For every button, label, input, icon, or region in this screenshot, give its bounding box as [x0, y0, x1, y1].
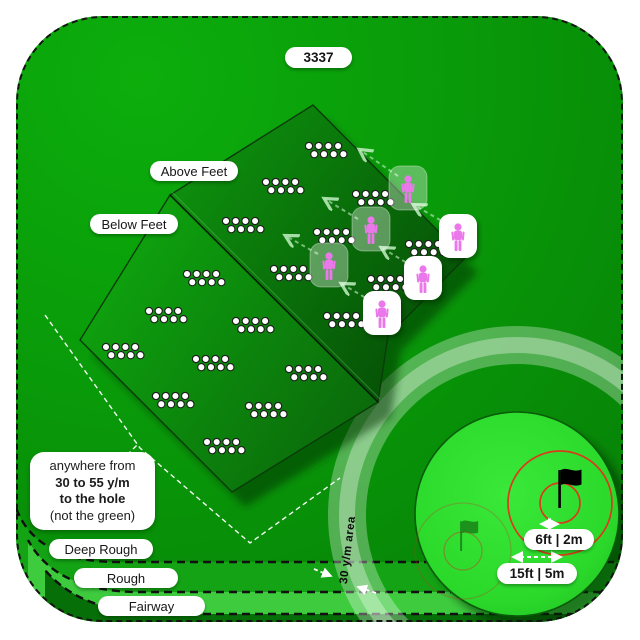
player-marker	[404, 256, 442, 300]
note-line-2: 30 to 55 y/m	[55, 474, 130, 490]
above-feet-label: Above Feet	[150, 161, 238, 181]
player-marker-on-mat	[351, 206, 391, 252]
fairway-label: Fairway	[98, 596, 205, 616]
player-marker	[363, 291, 401, 335]
player-marker-on-mat	[388, 165, 428, 211]
below-feet-label: Below Feet	[90, 214, 178, 234]
slope-arrow-icon	[382, 248, 413, 267]
note-line-1: anywhere from	[49, 458, 136, 473]
player-marker	[439, 214, 477, 258]
slope-arrow-icon	[414, 205, 448, 225]
mat-ridge-line	[169, 194, 379, 403]
slope-arrows	[286, 150, 448, 302]
slope-arrow-icon	[360, 150, 399, 177]
drill-number: 3337	[303, 50, 334, 65]
player-marker-on-mat	[309, 242, 349, 288]
band-width-arrows	[313, 567, 377, 595]
slope-arrow-icon	[342, 284, 372, 302]
distance-band-arc	[328, 326, 623, 622]
note-line-3: to the hole	[59, 491, 126, 506]
slope-arrow-icon	[325, 199, 359, 220]
drill-number-badge: 3337	[285, 47, 352, 68]
mat-ridge-highlight	[171, 191, 381, 400]
slope-arrow-icon	[286, 236, 319, 255]
player-positions	[309, 165, 477, 335]
distance-note-box: anywhere from 30 to 55 y/m to the hole (…	[30, 452, 155, 530]
note-line-4: (not the green)	[49, 507, 136, 523]
diagram-dashed-border	[16, 16, 623, 622]
